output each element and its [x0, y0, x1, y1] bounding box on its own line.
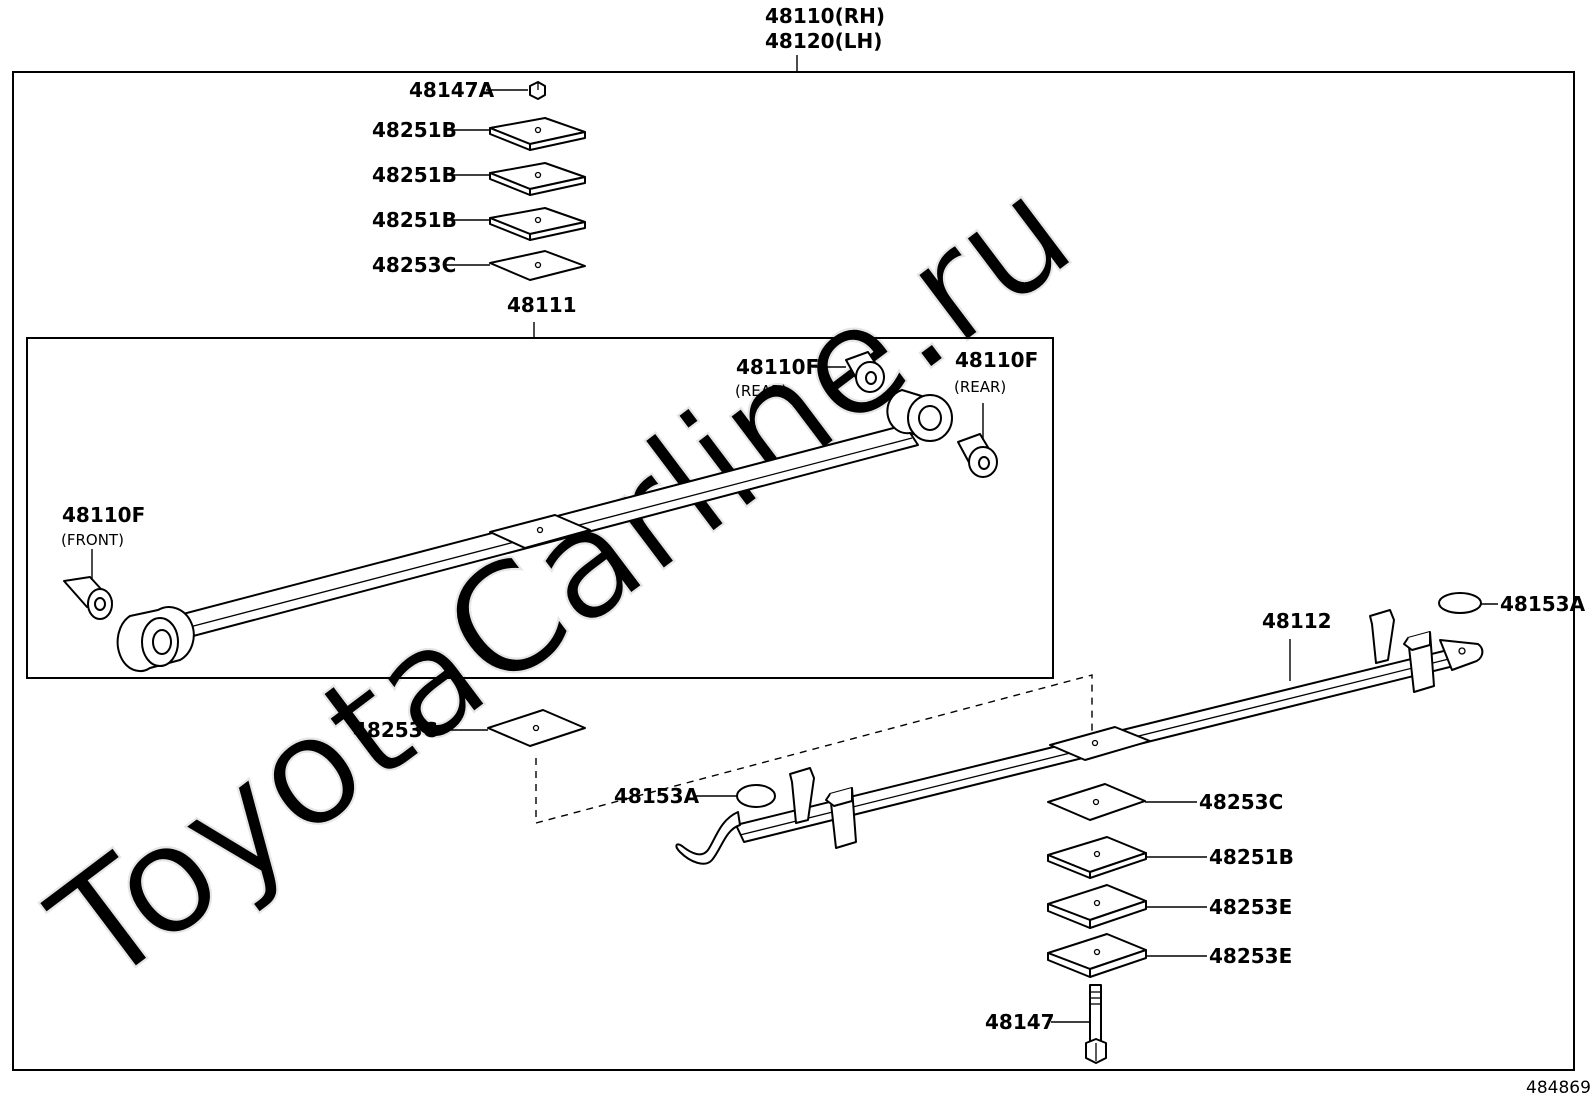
label-48253c-low[interactable]: 48253C	[1199, 790, 1283, 814]
spacer-48251b-3	[489, 207, 586, 241]
center-bolt-48147	[1085, 984, 1107, 1064]
label-48111[interactable]: 48111	[507, 293, 577, 317]
assembly-frame	[12, 71, 1575, 1071]
label-48110f-front[interactable]: 48110F	[62, 503, 145, 527]
cap-48153a-mid	[736, 784, 776, 808]
spacer-48251b-1	[489, 117, 586, 151]
cap-48153a-right	[1438, 592, 1482, 614]
spacer-48251b-2	[489, 162, 586, 196]
nut-48147a	[529, 81, 546, 100]
label-48153a-right[interactable]: 48153A	[1500, 592, 1586, 616]
bushing-48110f-front	[63, 576, 113, 620]
main-leaf-subframe	[26, 337, 1054, 679]
label-48251b-low[interactable]: 48251B	[1209, 845, 1294, 869]
bushing-48110f-rear-2	[957, 433, 998, 478]
assembly-rh-label[interactable]: 48110(RH)	[765, 4, 885, 28]
main-leaf-spring	[116, 389, 953, 673]
spacer-48251b-low	[1047, 836, 1147, 879]
front-note: (FRONT)	[61, 531, 124, 549]
label-48147[interactable]: 48147	[985, 1010, 1055, 1034]
label-48253c-left[interactable]: 48253C	[353, 718, 437, 742]
assembly-lh-label[interactable]: 48120(LH)	[765, 29, 882, 53]
watermark: ToyotaCarline.ru	[21, 144, 1103, 1019]
helper-leaf-48112	[675, 609, 1484, 865]
label-48153a-mid[interactable]: 48153A	[614, 784, 700, 808]
figure-number: 484869	[1526, 1078, 1591, 1098]
dashed-guide	[535, 674, 1093, 824]
bushing-48110f-rear-1	[845, 351, 885, 393]
label-48110f-rear-1[interactable]: 48110F	[736, 355, 819, 379]
rear-note-1: (REAR)	[735, 382, 787, 400]
label-48251b-1[interactable]: 48251B	[372, 118, 457, 142]
label-48147a[interactable]: 48147A	[409, 78, 495, 102]
spacer-48253e-2	[1047, 933, 1147, 978]
spacer-48253c-low	[1047, 783, 1146, 821]
label-48251b-2[interactable]: 48251B	[372, 163, 457, 187]
spacer-48253e-1	[1047, 884, 1147, 929]
label-48253e-2[interactable]: 48253E	[1209, 944, 1292, 968]
label-48253e-1[interactable]: 48253E	[1209, 895, 1292, 919]
rear-note-2: (REAR)	[954, 378, 1006, 396]
label-48110f-rear-2[interactable]: 48110F	[955, 348, 1038, 372]
label-48251b-3[interactable]: 48251B	[372, 208, 457, 232]
spacer-48253c-top	[489, 250, 586, 281]
label-48112[interactable]: 48112	[1262, 609, 1332, 633]
label-48253c-top[interactable]: 48253C	[372, 253, 456, 277]
spacer-48253c-left	[487, 709, 586, 747]
